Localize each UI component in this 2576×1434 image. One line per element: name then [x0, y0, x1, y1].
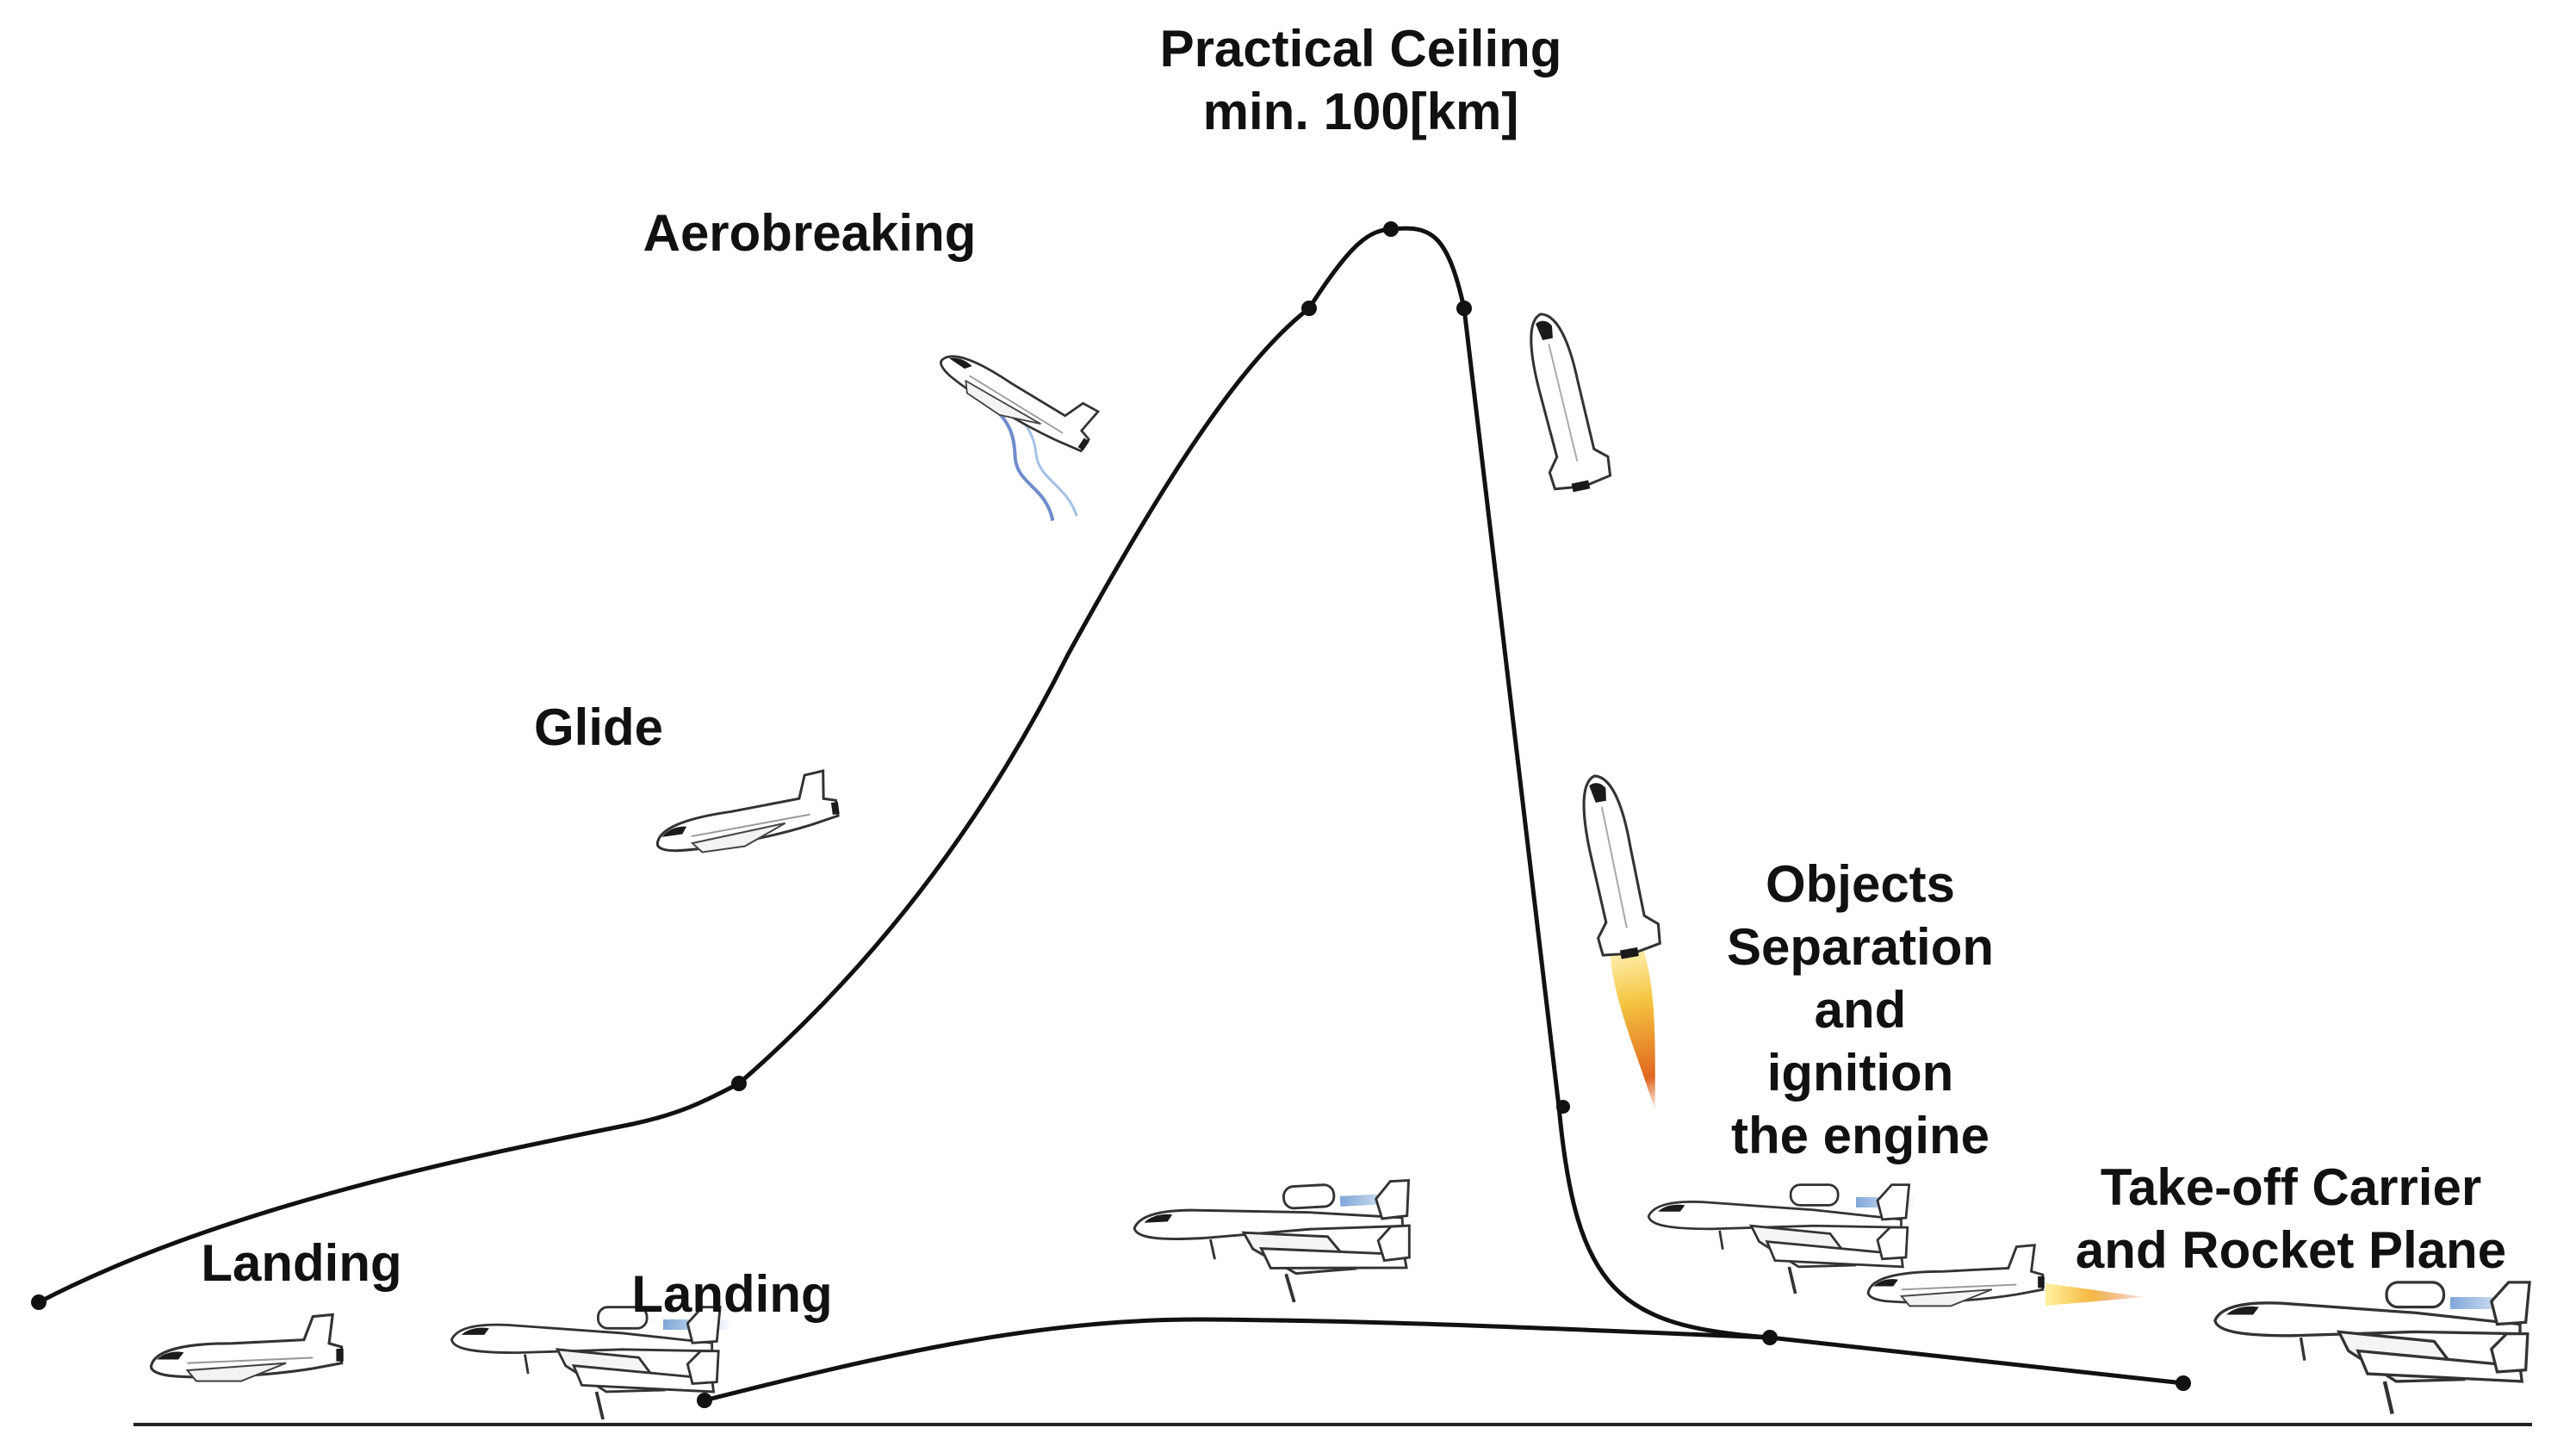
separation-rocket-plane	[1866, 1244, 2145, 1307]
rocket-plane-ascent-upper	[1515, 305, 1616, 498]
trajectory-point	[2176, 1375, 2191, 1391]
carrier-climbing	[1131, 1178, 1417, 1313]
trajectory-point	[1301, 301, 1317, 316]
label-line: Separation	[1726, 918, 1995, 976]
trajectory-point	[731, 1076, 747, 1091]
rocket-flame-icon	[2045, 1283, 2145, 1306]
label-line: ignition	[1766, 1044, 1954, 1102]
glide-plane	[649, 767, 844, 860]
flight-trajectory	[37, 226, 2184, 1386]
label-glide: Glide	[533, 698, 664, 756]
label-objects-separation: Objects Separation and ignition the engi…	[1662, 853, 2058, 1167]
label-line: and	[1814, 981, 1907, 1039]
trajectory-point	[31, 1294, 47, 1310]
label-line: the engine	[1730, 1107, 1990, 1164]
trajectory-point	[1556, 1100, 1570, 1114]
label-landing-left: Landing	[201, 1234, 402, 1292]
carrier-landing	[450, 1305, 732, 1421]
landing-plane	[149, 1313, 345, 1383]
carrier-path	[704, 1317, 1771, 1403]
label-line: Take-off Carrier	[2100, 1158, 2482, 1216]
label-line: Objects	[1765, 855, 1956, 913]
aerobreaking-plane	[933, 321, 1108, 522]
rocket-plane-ascent-lower	[1568, 767, 1665, 1112]
takeoff-carrier	[2215, 1282, 2529, 1414]
trajectory-point	[1383, 221, 1399, 237]
label-practical-ceiling: Practical Ceiling min. 100[km]	[1059, 17, 1662, 143]
label-line: and Rocket Plane	[2075, 1221, 2507, 1279]
rocket-flame-icon	[1610, 939, 1655, 1112]
separation-carrier	[1647, 1183, 1916, 1295]
label-line: Practical Ceiling	[1159, 20, 1562, 78]
label-line: min. 100[km]	[1202, 83, 1519, 140]
trajectory-point	[697, 1393, 712, 1408]
label-landing-middle: Landing	[631, 1265, 833, 1323]
label-takeoff: Take-off Carrier and Rocket Plane	[2033, 1156, 2549, 1282]
label-aerobreaking: Aerobreaking	[642, 204, 977, 262]
trajectory-point	[1456, 301, 1472, 316]
trajectory-point	[1762, 1330, 1778, 1345]
